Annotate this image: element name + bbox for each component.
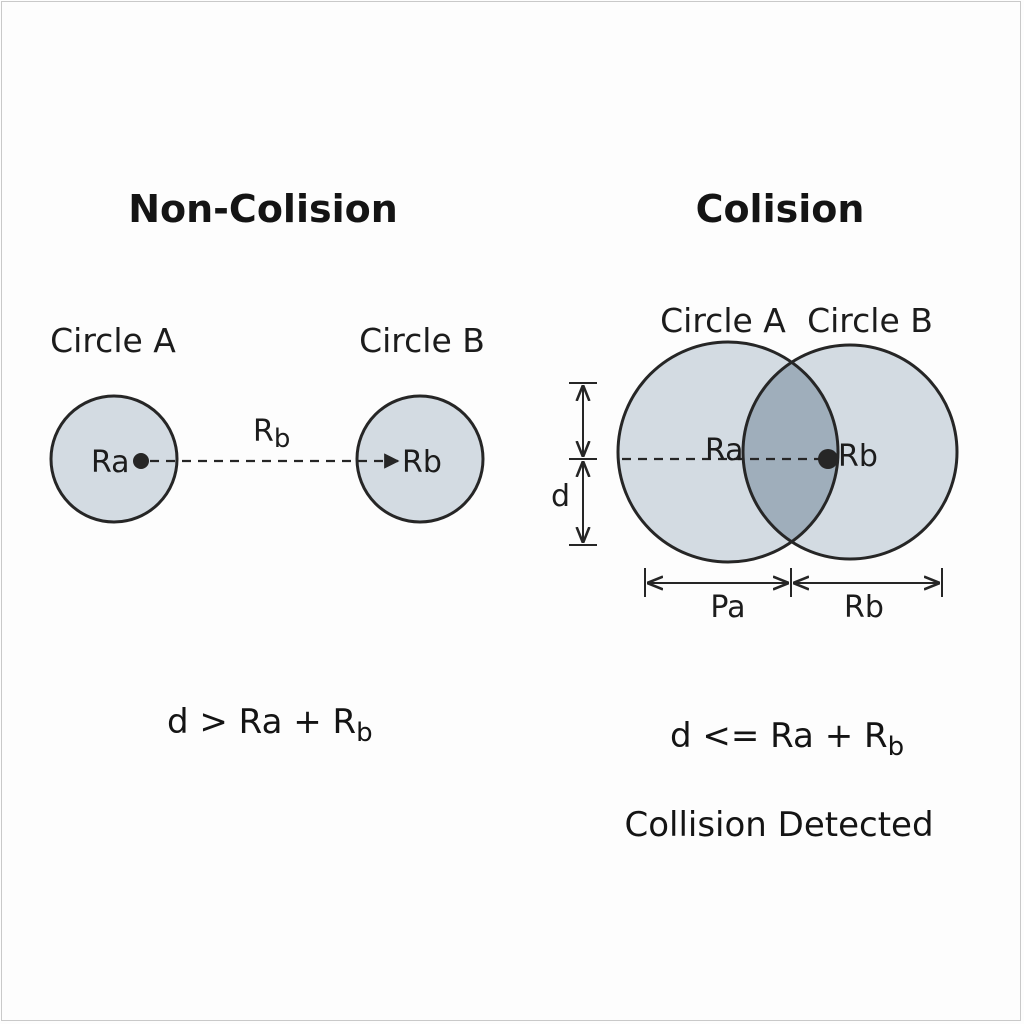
- collision-title: Colision: [696, 187, 865, 231]
- right-circle-b: [741, 343, 959, 561]
- right-center-a-label: Ra: [705, 433, 744, 468]
- vertical-dimension: [569, 382, 597, 546]
- right-center-b-label: Rb: [838, 439, 878, 474]
- non-collision-panel: Non-Colision Circle A Circle B Ra Rb Rb …: [49, 187, 485, 748]
- right-center-b-dot: [818, 449, 838, 469]
- horizontal-dimension-b-label: Rb: [844, 590, 884, 625]
- left-circle-b: [355, 394, 485, 524]
- left-distance-label: Rb: [253, 414, 290, 454]
- right-formula: d <= Ra + Rb: [670, 716, 904, 762]
- left-center-b-label: Rb: [402, 445, 442, 480]
- left-center-a-label: Ra: [91, 445, 130, 480]
- left-formula: d > Ra + Rb: [167, 702, 373, 748]
- left-circle-a-label: Circle A: [50, 321, 176, 360]
- overlap-region: [743, 345, 838, 559]
- right-circle-a-label: Circle A: [660, 301, 786, 340]
- horizontal-dimension-a-label: Pa: [710, 590, 745, 625]
- right-circle-b-label: Circle B: [807, 301, 933, 340]
- vertical-dimension-label: d: [551, 479, 570, 514]
- collision-result-text: Collision Detected: [624, 805, 933, 845]
- non-collision-title: Non-Colision: [128, 187, 398, 231]
- left-center-a-dot: [133, 453, 149, 469]
- left-circle-b-label: Circle B: [359, 321, 485, 360]
- right-circle-a: [616, 340, 840, 564]
- collision-panel: Colision Circle A Circle B Ra Rb d: [551, 187, 959, 845]
- horizontal-dimension: [644, 568, 943, 597]
- left-circle-a: [49, 394, 179, 524]
